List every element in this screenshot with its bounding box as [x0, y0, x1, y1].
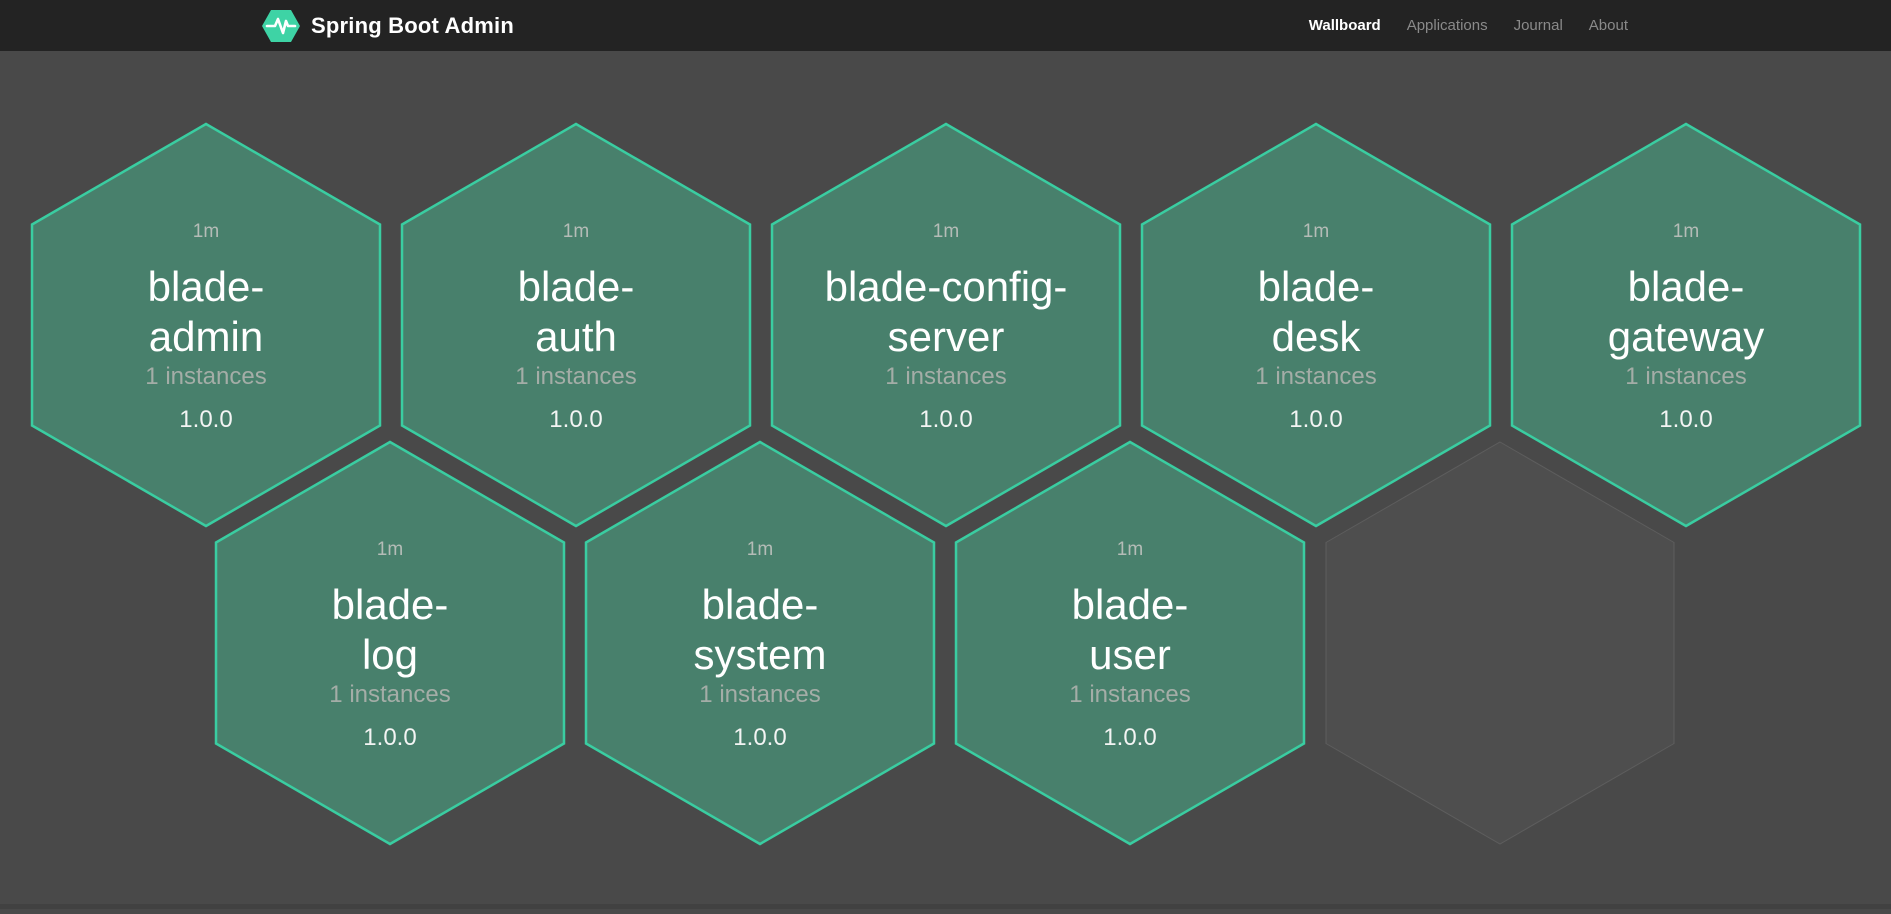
page-bottom-edge	[0, 904, 1891, 909]
nav-item-applications[interactable]: Applications	[1406, 17, 1488, 34]
hexagon-up-shape	[214, 440, 566, 846]
hexagon-up-shape	[1510, 122, 1862, 528]
hexagon-up-shape	[400, 122, 752, 528]
app-hexagon-blade-log[interactable]: 1m blade- log 1 instances 1.0.0	[214, 440, 566, 846]
empty-hexagon-placeholder	[1324, 440, 1676, 846]
app-hexagon-blade-system[interactable]: 1m blade- system 1 instances 1.0.0	[584, 440, 936, 846]
hexagon-up-shape	[1140, 122, 1492, 528]
main-nav: Wallboard Applications Journal About	[1309, 0, 1628, 51]
brand-home-link[interactable]: Spring Boot Admin	[261, 0, 514, 51]
hexagon-up-shape	[770, 122, 1122, 528]
hexagon-up-shape	[584, 440, 936, 846]
nav-item-journal[interactable]: Journal	[1513, 17, 1563, 34]
app-title: Spring Boot Admin	[311, 12, 515, 38]
hexagon-up-shape	[954, 440, 1306, 846]
hexagon-up-shape	[30, 122, 382, 528]
app-header: Spring Boot Admin Wallboard Applications…	[0, 0, 1891, 51]
nav-item-wallboard[interactable]: Wallboard	[1308, 17, 1381, 34]
nav-item-about[interactable]: About	[1588, 17, 1628, 34]
wallboard-section: 1m blade- admin 1 instances 1.0.0 1m bla…	[0, 51, 1891, 909]
pulse-hexagon-icon	[262, 9, 300, 42]
hexagon-placeholder-shape	[1325, 441, 1675, 845]
app-hexagon-blade-user[interactable]: 1m blade- user 1 instances 1.0.0	[954, 440, 1306, 846]
